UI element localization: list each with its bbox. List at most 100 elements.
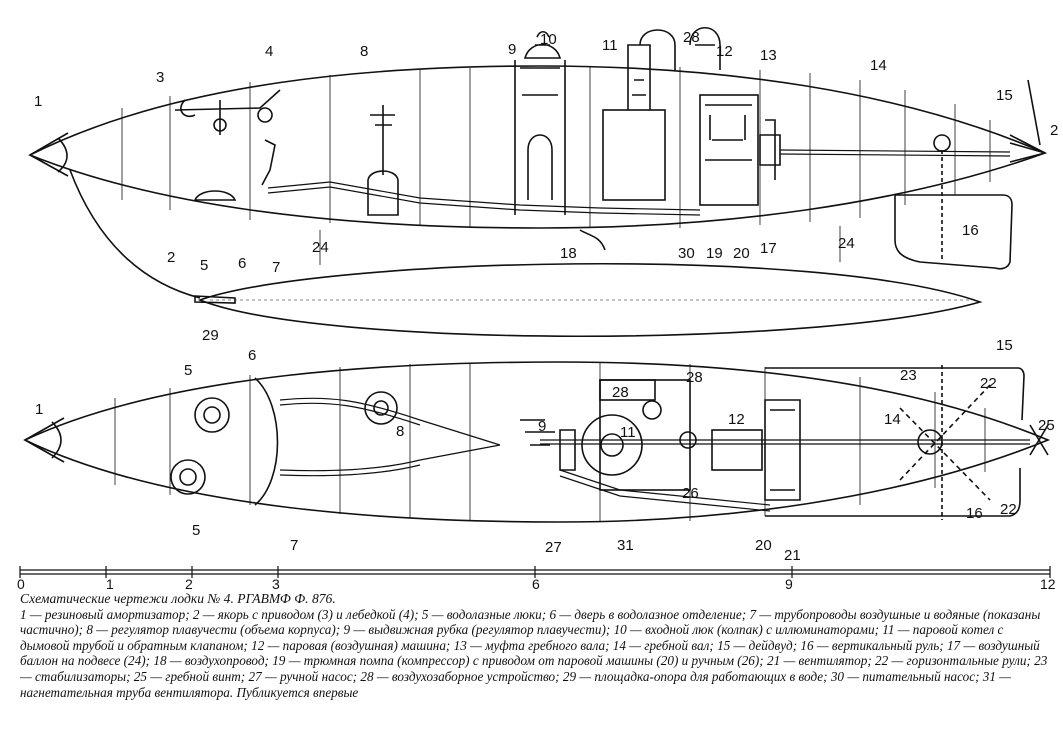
side-label: 14 [870,57,887,74]
stern-post [1009,79,1046,163]
plan-label: 5 [192,522,200,539]
scale-tick: 2 [185,576,193,590]
legend-item: 5 — водолазные люки; [421,606,547,622]
plan-label: 6 [248,347,256,364]
side-label: 5 [200,257,208,274]
legend-item: 29 — площадка-опора для работающих в вод… [562,668,828,684]
plan-pipelines [279,397,501,477]
legend-item: 30 — питательный насос; [830,668,980,684]
side-frames [121,66,991,228]
scale-tick: 3 [272,576,280,590]
side-balloon-suspension [319,226,841,265]
side-conning-tower [514,60,566,215]
side-label: 18 [560,245,577,262]
plan-label: 28 [612,384,629,401]
plan-funnel [642,400,662,420]
plan-hand-pump-bore [559,429,576,471]
plan-label: 20 [755,537,772,554]
side-label: 15 [996,87,1013,104]
plan-label: 8 [396,423,404,440]
plan-label: 1 [35,401,43,418]
legend-item: 22 — горизонтальные рули; [875,653,1031,669]
side-label: 12 [716,43,733,60]
side-label: 1 [34,93,42,110]
side-entry-hatch [523,30,562,59]
side-label: 11 [602,37,618,54]
side-label: 24 [312,239,329,256]
plan-air-intake [599,379,656,401]
side-air-balloon [197,262,983,338]
plan-label: 27 [545,539,562,556]
submarine-schematic-drawing: 1 2 3 4 2 5 6 7 8 9 10 11 28 12 13 14 15… [17,27,1058,590]
plan-boiler-inner [600,433,624,457]
plan-label: 5 [184,362,192,379]
legend-item: 31 — нагнетательная труба вентилятора. [20,668,1011,700]
side-label: 24 [838,235,855,252]
plan-diver-hatch-lower [170,459,206,495]
side-boiler [602,109,666,201]
plan-engine [711,429,763,471]
side-propeller-shaft [779,149,1011,157]
side-anchor-pulley [257,107,273,123]
legend-item: 11 — паровой котел с дымовой трубой и об… [20,622,1004,653]
side-view [28,27,1048,338]
plan-label: 15 [996,337,1013,354]
legend-item: 18 — воздухопровод; [153,653,269,669]
caption-published-note: Публикуется впервые [236,684,359,700]
side-label: 2 [1050,122,1058,139]
side-label: 13 [760,47,777,64]
plan-label: 14 [884,411,901,428]
legend-item: 15 — дейдвуд; [717,637,798,653]
side-hull [28,65,1048,229]
plan-hand-pump [520,419,555,446]
plan-label: 31 [617,537,634,554]
legend-item: 9 — выдвижная рубка (регулятор плавучест… [343,622,611,638]
side-rudder [894,194,1013,270]
side-label: 8 [360,43,368,60]
side-view-labels: 1 2 3 4 2 5 6 7 8 9 10 11 28 12 13 14 15… [34,29,1058,344]
legend-item: 21 — вентилятор; [766,653,872,669]
side-label: 17 [760,240,777,257]
legend-item: 10 — входной люк (колпак) с иллюминатора… [613,622,879,638]
plan-horizontal-rudder [899,384,991,501]
plan-stern-stabilizers [765,367,1025,517]
caption-legend: 1 — резиновый амортизатор; 2 — якорь с п… [20,607,1047,700]
side-pipelines [267,181,701,216]
side-diver-hatch [193,190,237,201]
scale-tick: 12 [1040,576,1056,590]
legend-item: 6 — дверь в водолазное отделение; [549,606,747,622]
side-stern-gland [933,134,951,152]
plan-label: 16 [966,505,983,522]
plan-buoyancy-regulator [364,391,398,425]
side-label: 30 [678,245,695,262]
side-engine-detail [705,104,752,161]
plan-view [23,361,1051,523]
scale-tick: 9 [785,576,793,590]
scale-tick: 6 [532,576,540,590]
plan-boiler [581,414,643,476]
plan-label: 28 [686,369,703,386]
legend-item: 12 — паровая (воздушная) машина; [251,637,451,653]
plan-bow [24,417,65,463]
legend-item: 19 — трюмная помпа (компрессор) с привод… [272,653,764,669]
plan-label: 26 [682,485,699,502]
side-clutch [759,119,781,180]
side-label: 3 [156,69,164,86]
side-label: 16 [962,222,979,239]
side-label: 28 [683,29,700,46]
plan-label: 11 [620,424,636,441]
plan-label: 23 [900,367,917,384]
side-engine [699,94,759,206]
scale-tick: 0 [17,576,25,590]
side-label: 6 [238,255,246,272]
legend-item: 17 — воздушный баллон на подвесе (24); [20,637,1040,669]
side-label: 10 [540,31,557,48]
legend-item: 28 — воздухозаборное устройство; [360,668,560,684]
legend-item: 16 — вертикальный руль; [800,637,944,653]
legend-item: 13 — муфта гребного вала; [453,637,610,653]
legend-item: 14 — гребной вал; [612,637,714,653]
scale-bar [19,566,1051,578]
plan-view-labels: 1 5 5 6 7 8 9 28 11 12 28 15 23 22 25 14… [35,337,1055,564]
side-buoyancy-regulator [367,105,399,216]
plan-label: 12 [728,411,745,428]
